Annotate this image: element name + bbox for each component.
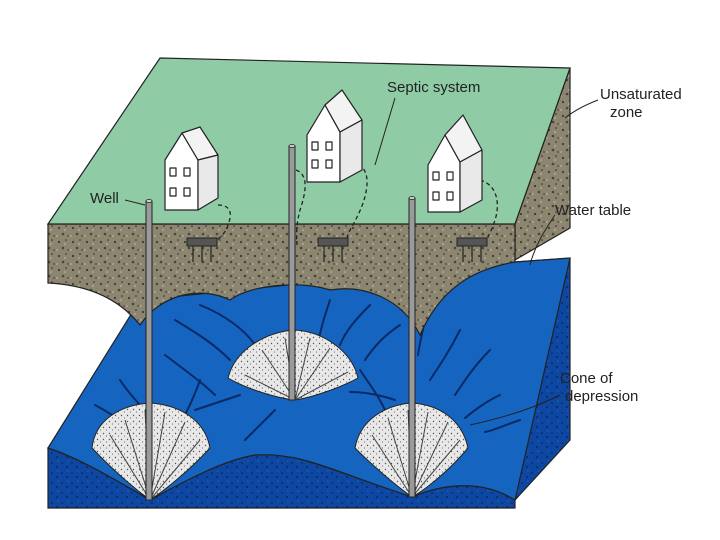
septic-tank-icon [456, 179, 498, 262]
leader-cone [469, 394, 561, 426]
label-cone-of-depression: Cone of depression [560, 370, 670, 406]
label-unsaturated-line2: zone [610, 104, 643, 121]
leader-septic [374, 97, 396, 166]
leader-water-table [529, 214, 556, 266]
leader-well [124, 199, 146, 206]
well-pipe-icon [288, 144, 306, 401]
leader-unsaturated [564, 99, 599, 119]
label-septic-system: Septic system [387, 79, 481, 96]
house-icon [427, 114, 483, 213]
label-unsaturated-zone: Unsaturated zone [600, 86, 710, 122]
label-water-table: Water table [555, 202, 632, 219]
septic-tanks [186, 164, 498, 262]
leader-lines [124, 97, 599, 426]
septic-tank-icon [317, 164, 368, 262]
well-pipe-icon [145, 199, 153, 501]
label-cone-line2: depression [565, 388, 639, 405]
soil-front-face [47, 223, 516, 337]
well-pipe-icon [408, 196, 416, 498]
septic-tank-icon [186, 204, 231, 262]
label-well: Well [90, 190, 119, 207]
houses [164, 89, 483, 213]
wells [145, 144, 416, 501]
label-cone-line1: Cone of [560, 370, 613, 387]
aquifer-block [47, 257, 571, 509]
house-icon [164, 126, 219, 211]
house-icon [306, 89, 363, 183]
label-unsaturated-line1: Unsaturated [600, 86, 682, 103]
